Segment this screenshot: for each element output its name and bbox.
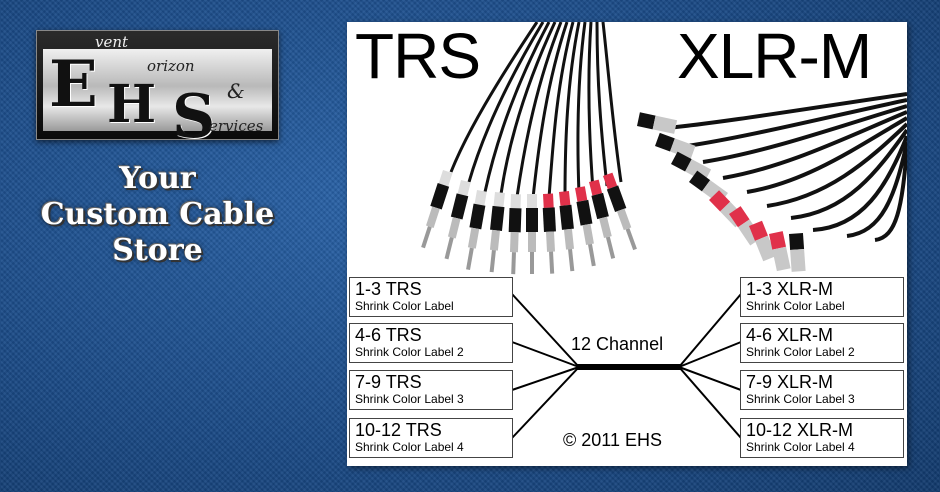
- copyright-text: © 2011 EHS: [563, 430, 662, 450]
- trs-label-3: 7-9 TRS Shrink Color Label 3: [349, 370, 513, 410]
- xlr-label-1-title: 1-3 XLR-M: [746, 279, 834, 299]
- cable-illustration: [421, 22, 907, 439]
- logo-letter-s: S: [172, 82, 216, 152]
- xlr-label-2-sub: Shrink Color Label 2: [746, 345, 855, 359]
- fan-lines: [511, 293, 742, 439]
- xlr-cables: [666, 92, 907, 242]
- channel-count-label: 12 Channel: [571, 334, 664, 354]
- tagline-line-3: Store: [112, 233, 203, 268]
- xlr-label-3: 7-9 XLR-M Shrink Color Label 3: [740, 370, 904, 410]
- xlr-label-1: 1-3 XLR-M Shrink Color Label: [740, 277, 904, 317]
- xlr-plugs: [637, 112, 806, 272]
- logo-word-services: ervices: [209, 117, 264, 135]
- trs-label-1: 1-3 TRS Shrink Color Label: [349, 277, 513, 317]
- trs-plugs: [421, 170, 637, 275]
- trs-cables: [449, 22, 623, 199]
- xlr-header: XLR-M: [677, 20, 872, 92]
- trs-label-1-sub: Shrink Color Label: [355, 299, 454, 313]
- trs-label-2: 4-6 TRS Shrink Color Label 2: [349, 323, 513, 363]
- xlr-label-2: 4-6 XLR-M Shrink Color Label 2: [740, 323, 904, 363]
- logo-word-event: vent: [95, 33, 129, 51]
- ehs-logo[interactable]: E H S vent orizon & ervices: [36, 30, 279, 152]
- trs-label-4-title: 10-12 TRS: [355, 420, 442, 440]
- xlr-label-4-sub: Shrink Color Label 4: [746, 440, 855, 454]
- logo-ampersand: &: [227, 79, 245, 103]
- xlr-label-1-sub: Shrink Color Label: [746, 299, 845, 313]
- trs-label-4: 10-12 TRS Shrink Color Label 4: [349, 418, 513, 458]
- logo-letter-h: H: [107, 74, 157, 135]
- xlr-label-3-sub: Shrink Color Label 3: [746, 392, 855, 406]
- xlr-label-3-title: 7-9 XLR-M: [746, 372, 834, 392]
- tagline-line-2: Custom Cable: [40, 197, 275, 232]
- logo-plate: [43, 49, 272, 131]
- snake-trunk: [577, 364, 681, 370]
- xlr-label-4: 10-12 XLR-M Shrink Color Label 4: [740, 418, 904, 458]
- trs-label-1-title: 1-3 TRS: [355, 279, 422, 299]
- trs-header: TRS: [355, 20, 481, 92]
- trs-label-2-title: 4-6 TRS: [355, 325, 422, 345]
- xlr-label-2-title: 4-6 XLR-M: [746, 325, 834, 345]
- logo-letter-e: E: [49, 47, 98, 122]
- trs-label-2-sub: Shrink Color Label 2: [355, 345, 464, 359]
- tagline-line-1: Your: [119, 161, 196, 196]
- logo-word-horizon: orizon: [147, 57, 195, 75]
- xlr-label-4-title: 10-12 XLR-M: [746, 420, 854, 440]
- trs-label-4-sub: Shrink Color Label 4: [355, 440, 464, 454]
- trs-label-3-title: 7-9 TRS: [355, 372, 422, 392]
- trs-label-3-sub: Shrink Color Label 3: [355, 392, 464, 406]
- cable-diagram-panel: TRS XLR-M: [347, 22, 907, 466]
